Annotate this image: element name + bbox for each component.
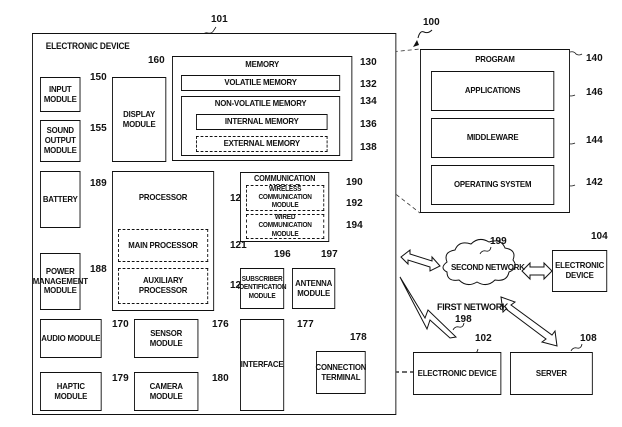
ref-138: 138	[360, 142, 377, 153]
ref-134: 134	[360, 96, 377, 107]
main-processor: MAIN PROCESSOR	[118, 229, 209, 262]
arrowhead-100	[413, 40, 419, 47]
first-network-label: FIRST NETWORK	[437, 302, 509, 312]
applications: APPLICATIONS	[431, 71, 555, 111]
battery: BATTERY	[40, 171, 81, 228]
ref-199: 199	[490, 236, 507, 247]
ref-104: 104	[591, 231, 608, 242]
ref-121: 121	[230, 240, 247, 251]
pointer-100	[417, 29, 433, 39]
ref-120: 120	[230, 193, 247, 204]
electronic-device-title: ELECTRONIC DEVICE	[45, 41, 130, 51]
ref-142: 142	[586, 177, 603, 188]
ref-198: 198	[455, 314, 472, 325]
ref-130: 130	[360, 57, 377, 68]
double-arrow-network-server	[500, 296, 558, 347]
sensor-module: SENSOR MODULE	[134, 319, 199, 358]
ref-132: 132	[360, 79, 377, 90]
ref-192: 192	[346, 198, 363, 209]
ref-178: 178	[350, 332, 367, 343]
ref-144: 144	[586, 135, 603, 146]
ref-180: 180	[212, 373, 229, 384]
ref-150: 150	[90, 72, 107, 83]
ref-155: 155	[90, 123, 107, 134]
ref-102: 102	[475, 333, 492, 344]
ref-123: 123	[230, 280, 247, 291]
ref-179: 179	[112, 373, 129, 384]
ref-100: 100	[423, 17, 440, 28]
ref-196: 196	[274, 249, 291, 260]
ref-136: 136	[360, 119, 377, 130]
ref-170: 170	[112, 319, 129, 330]
ref-101: 101	[211, 14, 228, 25]
audio-module: AUDIO MODULE	[40, 319, 102, 358]
ref-190: 190	[346, 177, 363, 188]
internal-memory: INTERNAL MEMORY	[196, 114, 328, 130]
interface: INTERFACE	[240, 319, 285, 411]
ref-176: 176	[212, 319, 229, 330]
electronic-device-102: ELECTRONIC DEVICE	[413, 352, 502, 395]
ref-189: 189	[90, 178, 107, 189]
camera-module: CAMERA MODULE	[134, 372, 199, 411]
server: SERVER	[510, 352, 593, 395]
ref-194: 194	[346, 220, 363, 231]
volatile-memory: VOLATILE MEMORY	[181, 75, 341, 91]
ref-108: 108	[580, 333, 597, 344]
external-memory: EXTERNAL MEMORY	[196, 136, 328, 152]
ref-146: 146	[586, 87, 603, 98]
double-arrow-device-network	[400, 248, 441, 272]
ref-140: 140	[586, 53, 603, 64]
operating-system: OPERATING SYSTEM	[431, 165, 555, 205]
haptic-module: HAPTIC MODULE	[40, 372, 102, 411]
ref-177: 177	[297, 319, 314, 330]
second-network-label: SECOND NETWORK	[451, 263, 525, 272]
middleware: MIDDLEWARE	[431, 118, 555, 158]
ref-160: 160	[148, 55, 165, 66]
ref-188: 188	[90, 264, 107, 275]
ref-197: 197	[321, 249, 338, 260]
double-arrow-network-device104	[521, 261, 553, 281]
